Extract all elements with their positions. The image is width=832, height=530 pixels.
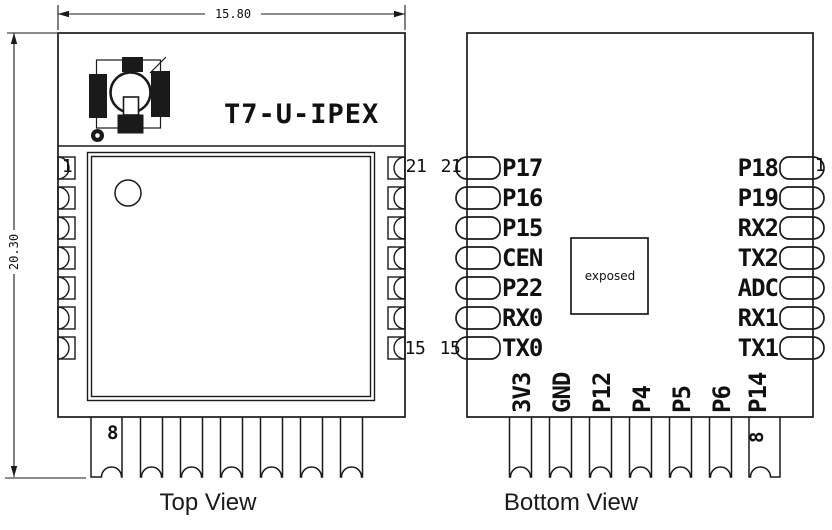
pin-label-p14: P14 bbox=[744, 372, 772, 413]
pin-label-cen: CEN bbox=[502, 244, 543, 272]
pin-label-p16: P16 bbox=[502, 184, 543, 212]
top-view-pin21-number: 21 bbox=[405, 156, 427, 177]
shield-outline bbox=[86, 151, 376, 402]
pin-label-p18: P18 bbox=[737, 154, 779, 182]
pin1-marker-circle bbox=[114, 179, 142, 207]
top-view-right-pads bbox=[387, 156, 406, 360]
pin-label-adc: ADC bbox=[737, 274, 779, 302]
width-dimension-label: 15.80 bbox=[205, 8, 261, 21]
bottom-view-right-pads bbox=[779, 156, 825, 360]
pin-label-p12: P12 bbox=[587, 372, 616, 413]
pin-label-p5: P5 bbox=[667, 386, 696, 413]
pin-label-p17: P17 bbox=[502, 154, 543, 182]
pin-label-p4: P4 bbox=[627, 386, 656, 413]
pin-label-tx2: TX2 bbox=[737, 244, 779, 272]
top-view-caption: Top View bbox=[159, 489, 257, 516]
exposed-pad-label: exposed bbox=[584, 269, 636, 283]
bottom-view-pin8-number: 8 bbox=[746, 432, 768, 443]
pin-label-tx1: TX1 bbox=[737, 334, 779, 362]
height-dimension-label: 20.30 bbox=[7, 230, 21, 274]
module-name: T7-U-IPEX bbox=[224, 99, 380, 130]
bottom-view-caption: Bottom View bbox=[503, 489, 639, 516]
top-view-bottom-teeth bbox=[90, 417, 364, 478]
pin-label-3v3: 3V3 bbox=[507, 372, 536, 413]
ipex-antenna-icon bbox=[89, 56, 170, 142]
top-view-pin1-number: 1 bbox=[61, 156, 73, 177]
pin-label-rx2: RX2 bbox=[737, 214, 779, 242]
top-view-left-pads bbox=[57, 156, 76, 360]
pin-label-p15: P15 bbox=[502, 214, 543, 242]
exposed-pad-outline bbox=[570, 237, 649, 315]
bottom-view-pin15-number: 15 bbox=[439, 338, 461, 359]
bottom-view-body bbox=[466, 32, 814, 418]
bottom-view-bottom-teeth bbox=[508, 417, 781, 478]
bottom-view-pin21-number: 21 bbox=[440, 156, 462, 177]
pin-label-gnd: GND bbox=[547, 372, 576, 413]
pin-label-p19: P19 bbox=[737, 184, 779, 212]
bottom-view-left-pads bbox=[455, 156, 501, 360]
bottom-view-pin1-number: 1 bbox=[814, 155, 826, 176]
pin-label-rx0: RX0 bbox=[502, 304, 543, 332]
pin-label-rx1: RX1 bbox=[737, 304, 779, 332]
pin-label-p6: P6 bbox=[707, 386, 736, 413]
pin-label-p22: P22 bbox=[502, 274, 543, 302]
pin-label-tx0: TX0 bbox=[502, 334, 543, 362]
top-view-pin15-number: 15 bbox=[404, 338, 426, 359]
top-view-pin8-number: 8 bbox=[107, 422, 118, 444]
